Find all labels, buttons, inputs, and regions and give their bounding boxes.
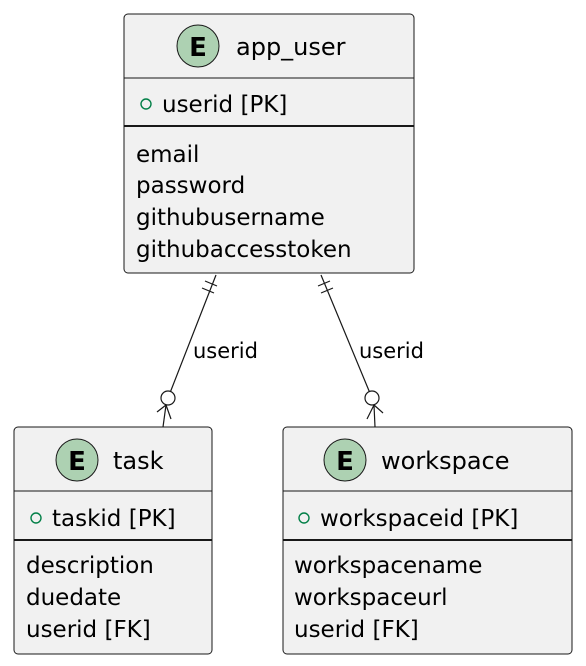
field-description: description xyxy=(26,553,154,579)
relation-user-task: userid xyxy=(156,274,258,428)
primary-key-icon xyxy=(298,512,310,524)
entity-title-app-user: app_user xyxy=(236,33,346,61)
relation-label-user-task: userid xyxy=(193,339,258,363)
exactly-one-marker-task xyxy=(201,280,218,294)
pk-field-app-user: userid [PK] xyxy=(162,92,287,118)
entity-task[interactable]: E task taskid [PK] description duedate u… xyxy=(13,426,213,655)
primary-key-icon xyxy=(140,98,152,110)
zero-or-many-marker-workspace xyxy=(364,390,384,428)
entity-title-task: task xyxy=(113,447,164,475)
entity-badge-icon xyxy=(176,24,220,68)
entity-badge-letter: E xyxy=(189,33,207,63)
relation-user-workspace: userid xyxy=(317,274,424,428)
entity-app-user[interactable]: E app_user userid [PK] email password gi… xyxy=(123,13,415,274)
field-duedate: duedate xyxy=(26,585,121,611)
entity-workspace[interactable]: E workspace workspaceid [PK] workspacena… xyxy=(282,426,573,655)
field-githubusername: githubusername xyxy=(136,205,325,231)
relation-label-user-workspace: userid xyxy=(359,339,424,363)
pk-field-task: taskid [PK] xyxy=(52,506,176,532)
primary-key-icon xyxy=(30,512,42,524)
entity-badge-icon xyxy=(55,438,99,482)
entity-title-workspace: workspace xyxy=(381,447,509,475)
entity-badge-letter: E xyxy=(68,447,86,477)
field-userid-fk-workspace: userid [FK] xyxy=(294,617,419,643)
pk-field-workspace: workspaceid [PK] xyxy=(320,506,518,532)
field-workspacename: workspacename xyxy=(294,553,482,579)
relation-line-user-workspace xyxy=(320,274,373,399)
relation-line-user-task xyxy=(167,274,217,399)
field-githubaccesstoken: githubaccesstoken xyxy=(136,237,352,263)
field-workspaceurl: workspaceurl xyxy=(294,585,448,611)
entity-badge-icon xyxy=(323,438,367,482)
field-password: password xyxy=(136,173,245,199)
field-userid-fk-task: userid [FK] xyxy=(26,617,151,643)
exactly-one-marker-workspace xyxy=(317,280,334,294)
field-email: email xyxy=(136,142,199,168)
entity-badge-letter: E xyxy=(336,447,354,477)
zero-or-many-marker-task xyxy=(156,390,176,428)
